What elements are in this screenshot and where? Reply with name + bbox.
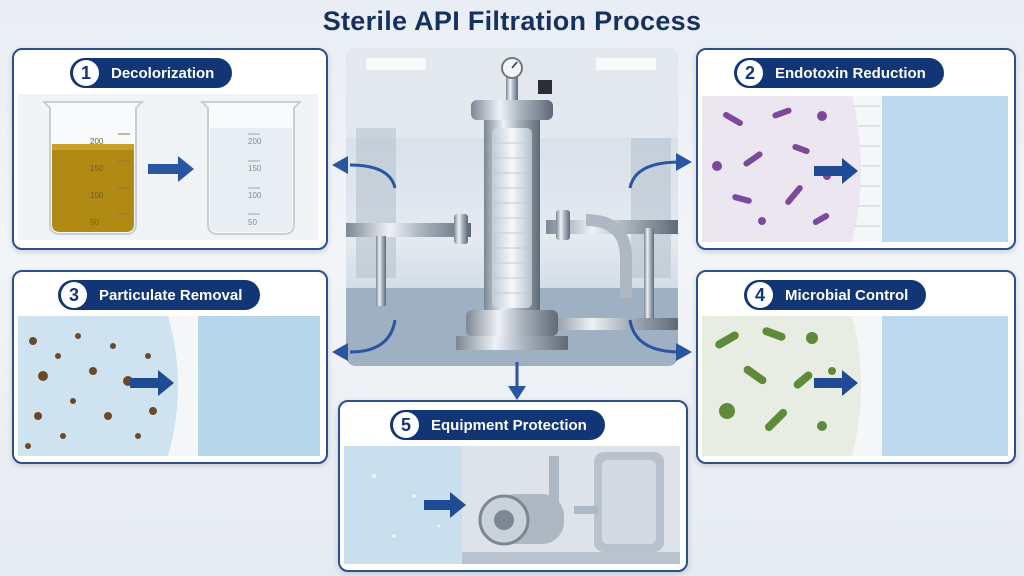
flow-arrow-icon — [814, 158, 858, 184]
scale-label: 50 — [248, 218, 257, 227]
scale-label: 200 — [248, 137, 262, 146]
equipment-protection-image — [344, 446, 680, 564]
flow-arrow-icon — [349, 319, 397, 354]
step-label: Particulate Removal — [99, 286, 243, 304]
flow-arrow-icon — [628, 160, 681, 189]
particulate-membrane-image — [18, 316, 320, 456]
beaker-scale-right: 200 150 100 50 — [248, 128, 268, 236]
scale-label: 50 — [90, 218, 99, 227]
filter-housing-image — [346, 48, 678, 366]
flow-arrow-icon — [349, 163, 397, 189]
step-badge-3: 3 Particulate Removal — [58, 280, 261, 310]
panel-microbial-control: 4 Microbial Control — [696, 270, 1016, 464]
microbial-membrane-image — [702, 316, 1008, 456]
step-label: Equipment Protection — [431, 416, 587, 434]
beaker-icon — [199, 101, 303, 235]
membrane-icon — [852, 316, 882, 456]
panel-equipment-protection: 5 Equipment Protection — [338, 400, 688, 572]
scale-label: 100 — [248, 191, 262, 200]
step-label: Microbial Control — [785, 286, 909, 304]
pump-icon — [478, 456, 564, 546]
flow-arrow-icon — [424, 492, 466, 518]
scale-label: 150 — [248, 164, 262, 173]
flow-arrow-icon — [814, 370, 858, 396]
flow-arrow-icon — [148, 156, 194, 182]
bacteria-icon — [715, 327, 836, 432]
membrane-icon — [168, 316, 198, 456]
step-number: 5 — [393, 412, 419, 438]
step-label: Endotoxin Reduction — [775, 64, 926, 82]
step-number: 3 — [61, 282, 87, 308]
panel-decolorization: 200 150 100 50 200 150 100 50 1 Decolori… — [12, 48, 328, 250]
flow-arrow-icon — [628, 319, 681, 354]
endotoxin-membrane-image — [702, 96, 1008, 242]
beaker-icon — [41, 101, 145, 235]
scale-label: 100 — [90, 191, 104, 200]
panel-particulate-removal: 3 Particulate Removal — [12, 270, 328, 464]
step-number: 2 — [737, 60, 763, 86]
panel-endotoxin-reduction: 2 Endotoxin Reduction — [696, 48, 1016, 250]
decolorization-beakers-image — [18, 94, 318, 240]
beaker-scale-left: 200 150 100 50 — [90, 128, 110, 236]
scale-label: 150 — [90, 164, 104, 173]
step-badge-4: 4 Microbial Control — [744, 280, 927, 310]
step-badge-1: 1 Decolorization — [70, 58, 233, 88]
scale-label: 200 — [90, 137, 104, 146]
step-label: Decolorization — [111, 64, 215, 82]
step-number: 4 — [747, 282, 773, 308]
bacteria-icon — [712, 107, 831, 225]
step-number: 1 — [73, 60, 99, 86]
diagram-title: Sterile API Filtration Process — [322, 6, 702, 36]
step-badge-5: 5 Equipment Protection — [390, 410, 605, 440]
step-badge-2: 2 Endotoxin Reduction — [734, 58, 944, 88]
flow-arrow-icon — [130, 370, 174, 396]
